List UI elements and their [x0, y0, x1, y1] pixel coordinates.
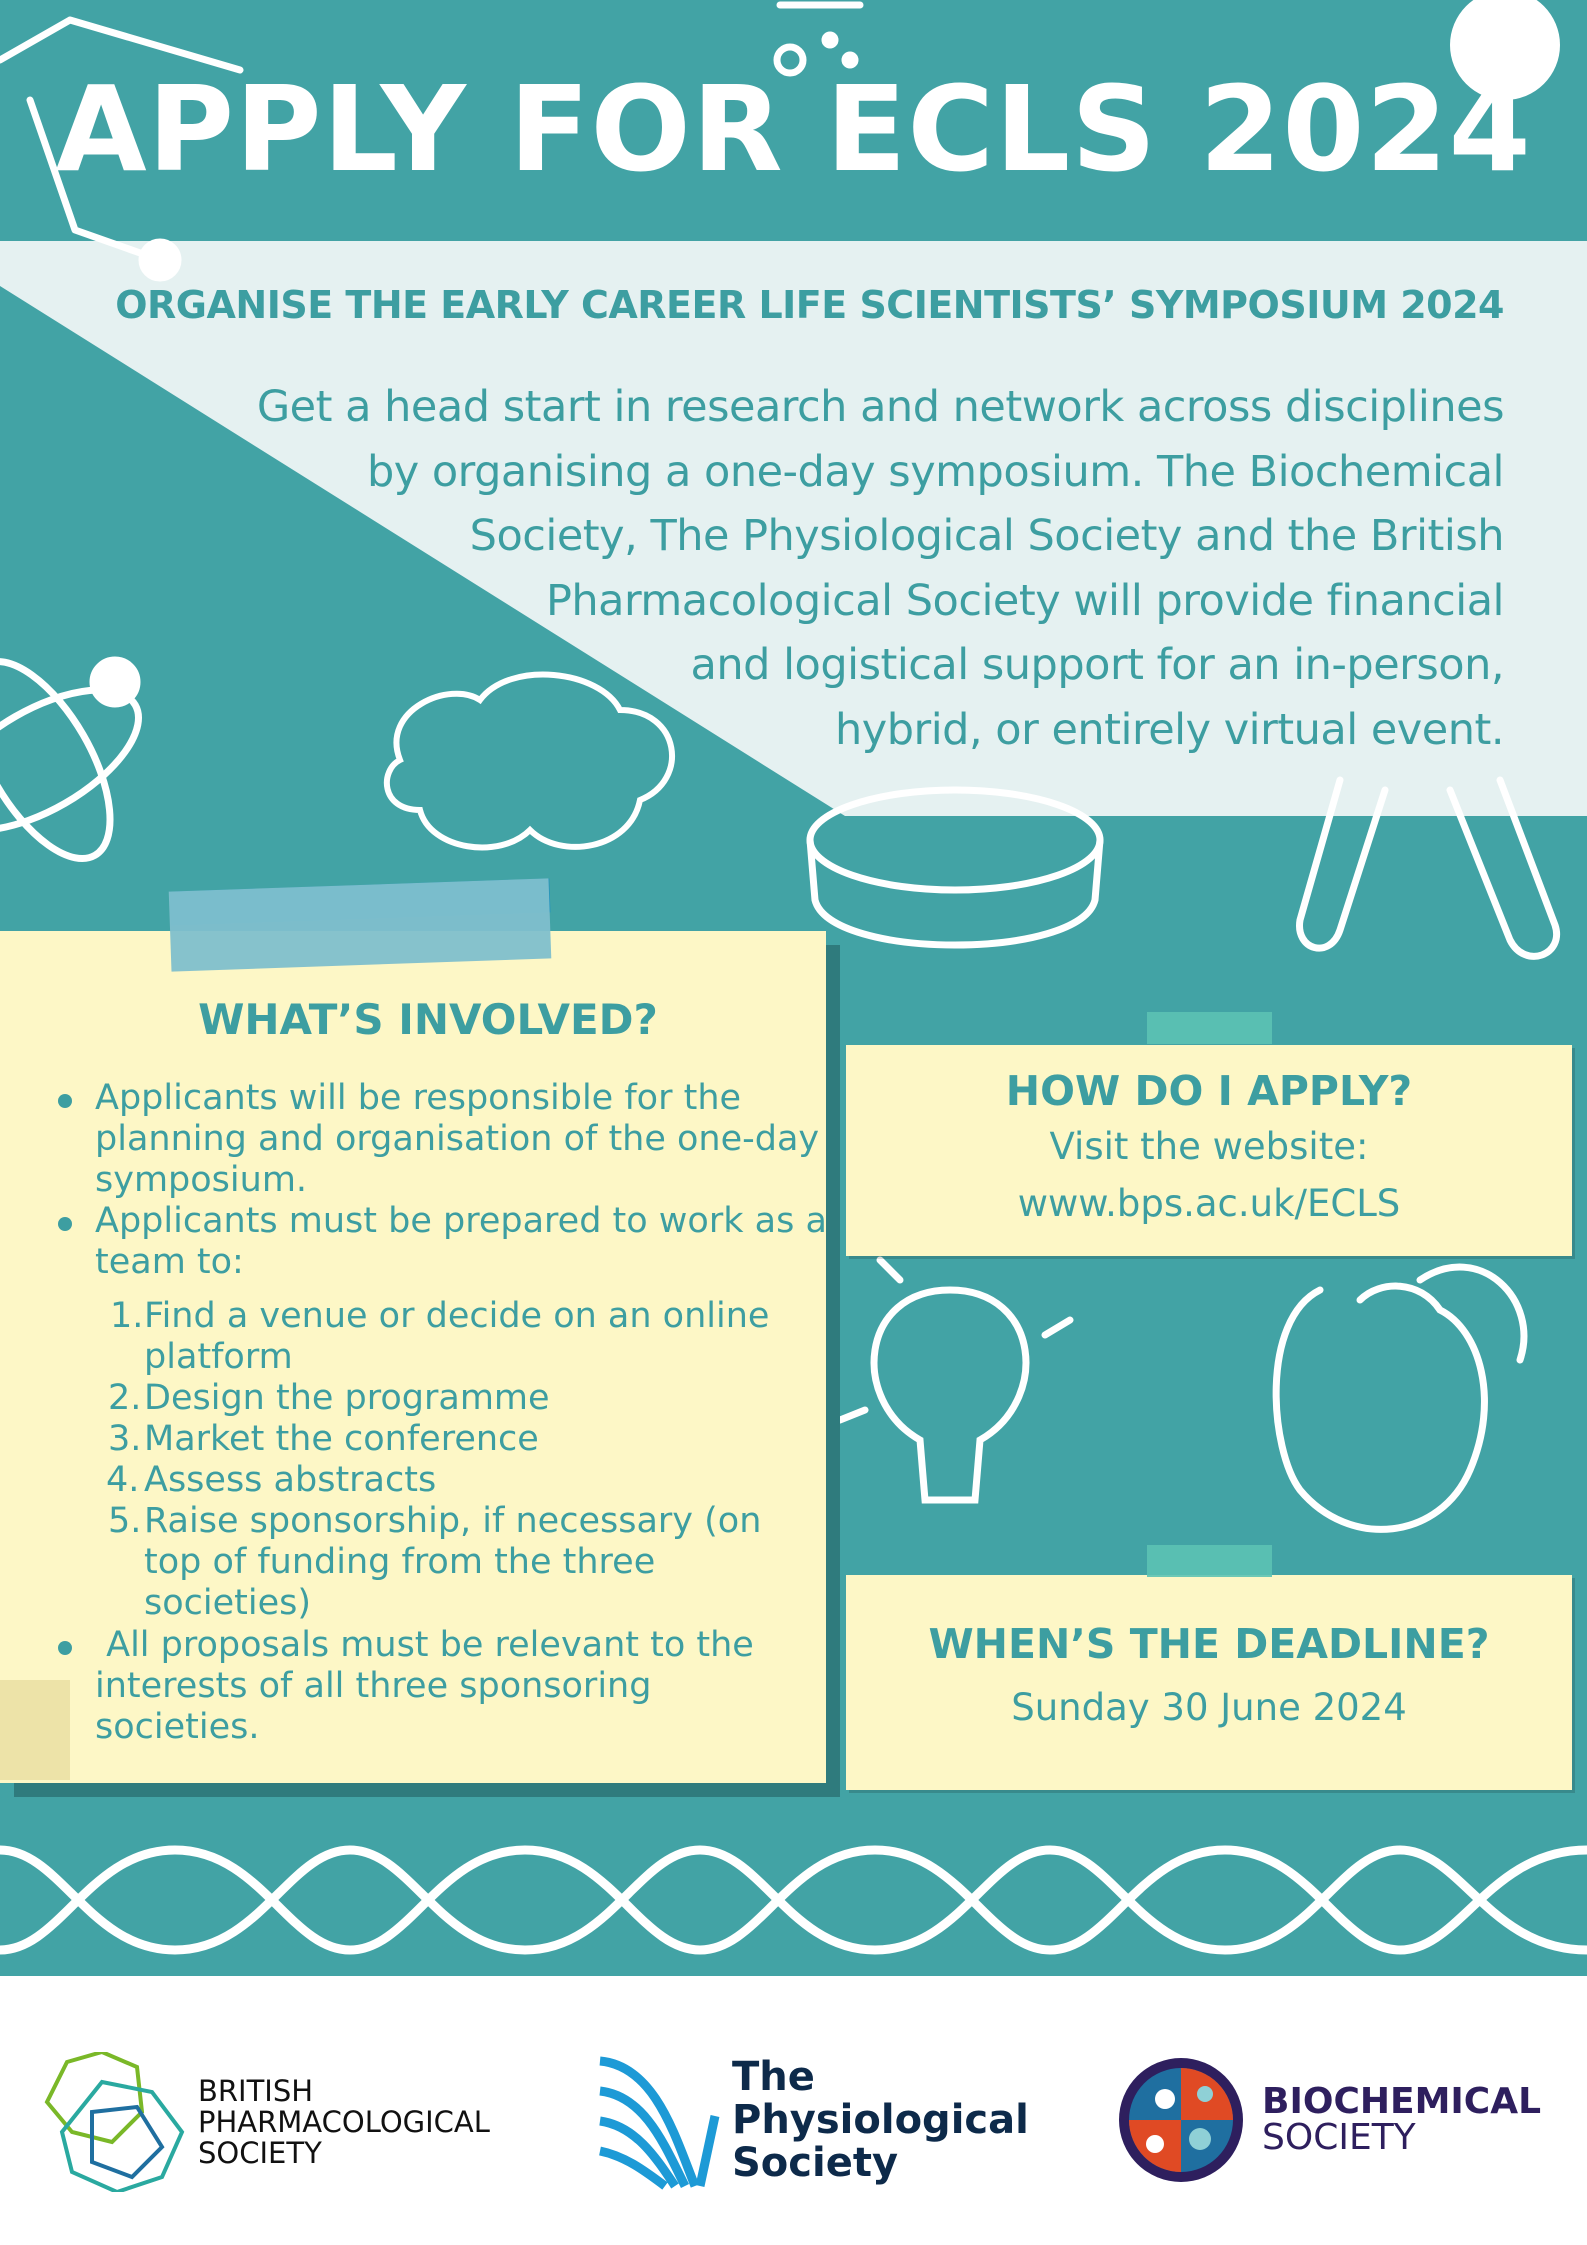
subtitle: ORGANISE THE EARLY CAREER LIFE SCIENTIST…	[115, 283, 1504, 327]
page-title: APPLY FOR ECLS 2024	[55, 60, 1532, 198]
intro-line: Society, The Physiological Society and t…	[469, 511, 1505, 561]
intro-line: and logistical support for an in-person,	[690, 640, 1505, 690]
apply-heading: HOW DO I APPLY?	[1005, 1067, 1413, 1115]
bps-logo-icon	[44, 2052, 185, 2192]
whats-involved-note	[0, 931, 826, 1783]
apply-link[interactable]: www.bps.ac.uk/ECLS	[1017, 1182, 1401, 1225]
intro-line: Pharmacological Society will provide fin…	[545, 575, 1505, 626]
physiological-society-logo-icon	[598, 2056, 720, 2190]
biochemical-society-logo-icon	[1119, 2058, 1243, 2182]
heart-icon	[1272, 1263, 1528, 1533]
lightbulb-icon	[836, 1256, 1074, 1504]
how-to-apply-card: HOW DO I APPLY? Visit the website: www.b…	[846, 1045, 1572, 1256]
deadline-heading: WHEN’S THE DEADLINE?	[928, 1620, 1490, 1668]
dna-helix-icon	[0, 1845, 1587, 1955]
whats-involved-heading: WHAT’S INVOLVED?	[198, 995, 658, 1044]
bullet-icon	[58, 1217, 72, 1231]
bullet-icon	[58, 1641, 72, 1655]
bullet-icon	[58, 1094, 72, 1108]
intro-line: hybrid, or entirely virtual event.	[835, 704, 1504, 755]
tape	[168, 878, 552, 972]
intro-line: by organising a one-day symposium. The B…	[366, 446, 1505, 497]
deadline-card: WHEN’S THE DEADLINE? Sunday 30 June 2024	[846, 1575, 1572, 1790]
tape	[1147, 1012, 1272, 1044]
deadline-date: Sunday 30 June 2024	[1011, 1686, 1407, 1729]
note-fold	[0, 1680, 70, 1780]
intro-line: Get a head start in research and network…	[256, 382, 1505, 432]
apply-text: Visit the website:	[1049, 1125, 1369, 1168]
intro-paragraph: Get a head start in research and network…	[204, 375, 1505, 762]
tape	[1147, 1545, 1272, 1577]
atom-icon	[0, 656, 142, 862]
